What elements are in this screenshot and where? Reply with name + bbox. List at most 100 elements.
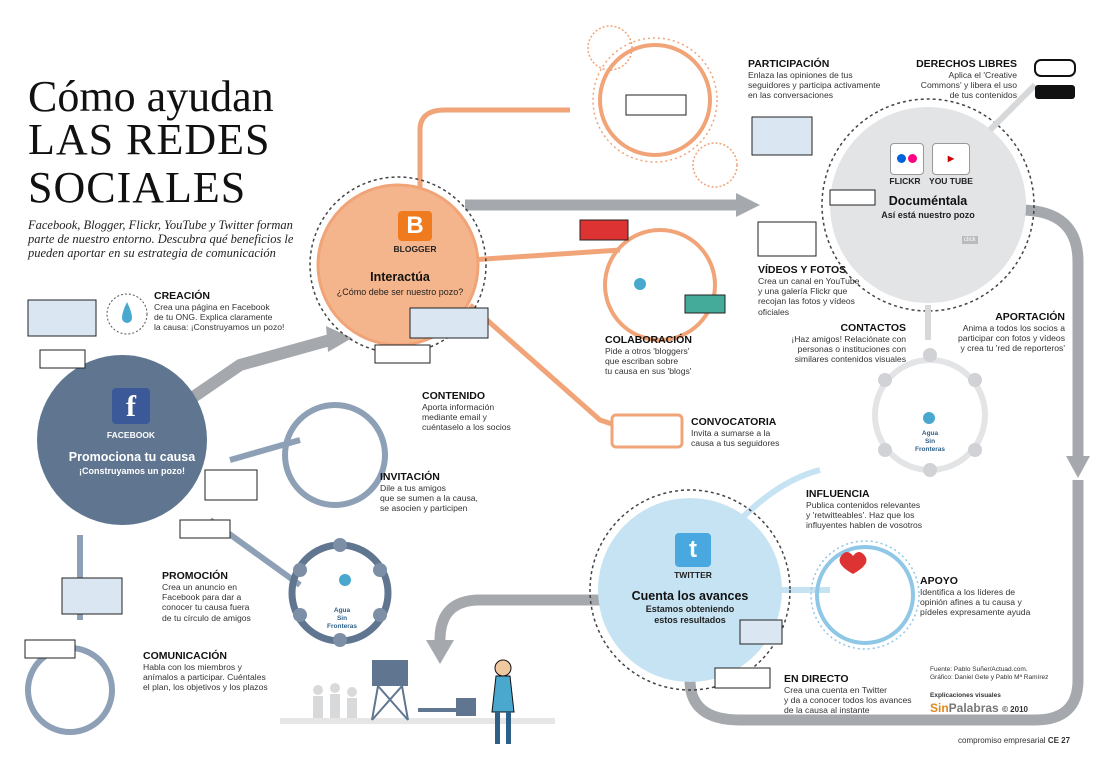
section-line: Anima a todos los socios a (962, 323, 1065, 333)
section-line: de tu ONG. Explica claramente (154, 312, 273, 323)
section-line: conocer tu causa fuera (162, 602, 250, 613)
section-title: PROMOCIÓN (162, 570, 228, 582)
facebook-logo-label: FACEBOOK (106, 430, 156, 440)
twitter-hub-subtitle-1: Estamos obteniendo (645, 604, 735, 614)
section-line: Habla con los miembros y (143, 662, 242, 672)
section-line: opinión afines a tu causa y (920, 597, 1022, 608)
facebook-hub-title: Promociona tu causa (68, 450, 196, 464)
section-line: y 'retwitteables'. Haz que los (806, 510, 915, 521)
section-line: se asocien y participen (380, 503, 468, 514)
footer-text: compromiso empresarial (958, 736, 1046, 745)
contacts-circle-people (878, 348, 982, 477)
woman-figure (491, 659, 515, 744)
section-line: el plan, los objetivos y los plazos (143, 682, 268, 693)
section-line: causa a tus seguidores (691, 438, 780, 449)
brand-logo: SinPalabras © 2010 (930, 701, 1070, 715)
flow-arrow-1 (326, 326, 352, 352)
main-flow-path (180, 334, 336, 408)
twitter-hub-circle (598, 498, 782, 682)
flow-arrow-2 (736, 193, 760, 217)
section-line: Aplica el 'Creative (948, 70, 1017, 80)
section-title: COLABORACIÓN (605, 334, 692, 346)
section-line: recojan las fotos y vídeos (758, 296, 855, 307)
brand-year: © 2010 (1002, 705, 1028, 714)
footer-page: CE 27 (1047, 736, 1071, 745)
blogger-logo-label: BLOGGER (393, 244, 437, 254)
section-line: Facebook para dar a (162, 592, 242, 603)
section-title: CONTACTOS (840, 322, 906, 334)
section-line: de tu círculo de amigos (162, 612, 251, 623)
intro-line: Facebook, Blogger, Flickr, YouTube y Twi… (28, 218, 293, 232)
section-line: de tus contenidos (949, 90, 1017, 101)
section-contenido: CONTENIDO Aporta información mediante em… (422, 390, 552, 433)
section-title: VÍDEOS Y FOTOS (758, 264, 847, 276)
badge-line: Agua (333, 607, 351, 614)
section-line: Crea un canal en YouTube (758, 276, 860, 286)
section-line: pídeles expresamente ayuda (920, 607, 1031, 618)
section-line: ¡Haz amigos! Relaciónate con (791, 334, 906, 344)
section-line: Pide a otros 'bloggers' (605, 346, 690, 356)
section-line: de la causa al instante (784, 705, 870, 716)
twitter-logo-label: TWITTER (674, 570, 712, 580)
section-title: INFLUENCIA (806, 488, 870, 500)
section-line: seguidores y participa activamente (748, 80, 881, 91)
credits-fuente: Fuente: Pablo Suñer/Actuad.com. (930, 666, 1028, 673)
twitter-hub-subtitle-2: estos resultados (654, 615, 726, 625)
agua-circle-people (293, 538, 387, 647)
section-line: la causa: ¡Construyamos un pozo! (154, 322, 285, 333)
section-derechos: DERECHOS LIBRES Aplica el 'Creative Comm… (905, 58, 1017, 101)
badge-line: Agua (921, 430, 939, 437)
click-tag: click (962, 236, 978, 244)
section-line: Crea un anuncio en (162, 582, 238, 592)
section-influencia: INFLUENCIA Publica contenidos relevantes… (806, 488, 946, 531)
blogger-logo-icon: B (398, 211, 432, 241)
badge-line: Sin Fronteras (915, 438, 945, 453)
intro-line: pueden aportar en su estrategia de comun… (28, 246, 276, 260)
section-invitacion: INVITACIÓN Dile a tus amigos que se sume… (380, 471, 510, 514)
section-title: EN DIRECTO (784, 673, 849, 685)
section-line: en las conversaciones (748, 90, 834, 101)
youtube-logo-icon: ▶ (932, 143, 970, 175)
brand-tagline: Explicaciones visuales (930, 692, 1001, 699)
section-aportacion: APORTACIÓN Anima a todos los socios a pa… (940, 311, 1065, 354)
section-line: y da a conocer todos los avances (784, 695, 912, 706)
section-line: que se sumen a la causa, (380, 493, 478, 504)
section-title: CONTENIDO (422, 390, 485, 402)
brand-palabras: Palabras (948, 701, 999, 715)
section-line: mediante email y (422, 412, 487, 423)
right-flow-path (1019, 204, 1084, 460)
flickr-hub-subtitle: Así está nuestro pozo (881, 210, 975, 220)
section-convocatoria: CONVOCATORIA Invita a sumarse a la causa… (691, 416, 801, 448)
brand-sin: Sin (930, 701, 949, 715)
section-line: oficiales (758, 306, 790, 317)
section-promocion: PROMOCIÓN Crea un anuncio en Facebook pa… (162, 570, 292, 623)
section-line: tu causa en sus 'blogs' (605, 366, 692, 377)
section-title: CONVOCATORIA (691, 416, 777, 428)
page-footer: compromiso empresarial CE 27 (958, 736, 1078, 745)
facebook-hub-subtitle: ¡Construyamos un pozo! (79, 466, 185, 476)
intro-line: parte de nuestro entorno. Descubra qué b… (28, 232, 294, 246)
blogger-hub-subtitle: ¿Cómo debe ser nuestro pozo? (336, 287, 464, 297)
section-participacion: PARTICIPACIÓN Enlaza las opiniones de tu… (748, 58, 898, 101)
agua-badge-1: Agua Sin Fronteras (322, 607, 362, 631)
section-line: que escriban sobre (605, 356, 679, 367)
section-title: INVITACIÓN (380, 471, 440, 483)
credits-grafico: Gráfico: Daniel Gete y Pablo Mª Ramírez (930, 674, 1049, 681)
blogger-hub-title: Interactúa (370, 270, 430, 284)
section-title: APOYO (920, 575, 958, 587)
section-line: y una galería Flickr que (758, 286, 848, 297)
badge-line: Sin Fronteras (327, 615, 357, 630)
section-line: cuéntaselo a los socios (422, 422, 511, 433)
section-line: Commons' y libera el uso (920, 80, 1017, 91)
section-title: CREACIÓN (154, 290, 211, 302)
section-line: y crea tu 'red de reporteros' (960, 343, 1065, 354)
section-apoyo: APOYO Identifica a los líderes de opinió… (920, 575, 1060, 618)
section-line: Dile a tus amigos (380, 483, 446, 493)
section-title: COMUNICACIÓN (143, 650, 227, 662)
flow-arrow-3 (1066, 456, 1090, 478)
title-line-2: LAS REDES (28, 115, 271, 164)
facebook-hub-circle (37, 355, 207, 525)
section-directo: EN DIRECTO Crea una cuenta en Twitter y … (784, 673, 924, 716)
